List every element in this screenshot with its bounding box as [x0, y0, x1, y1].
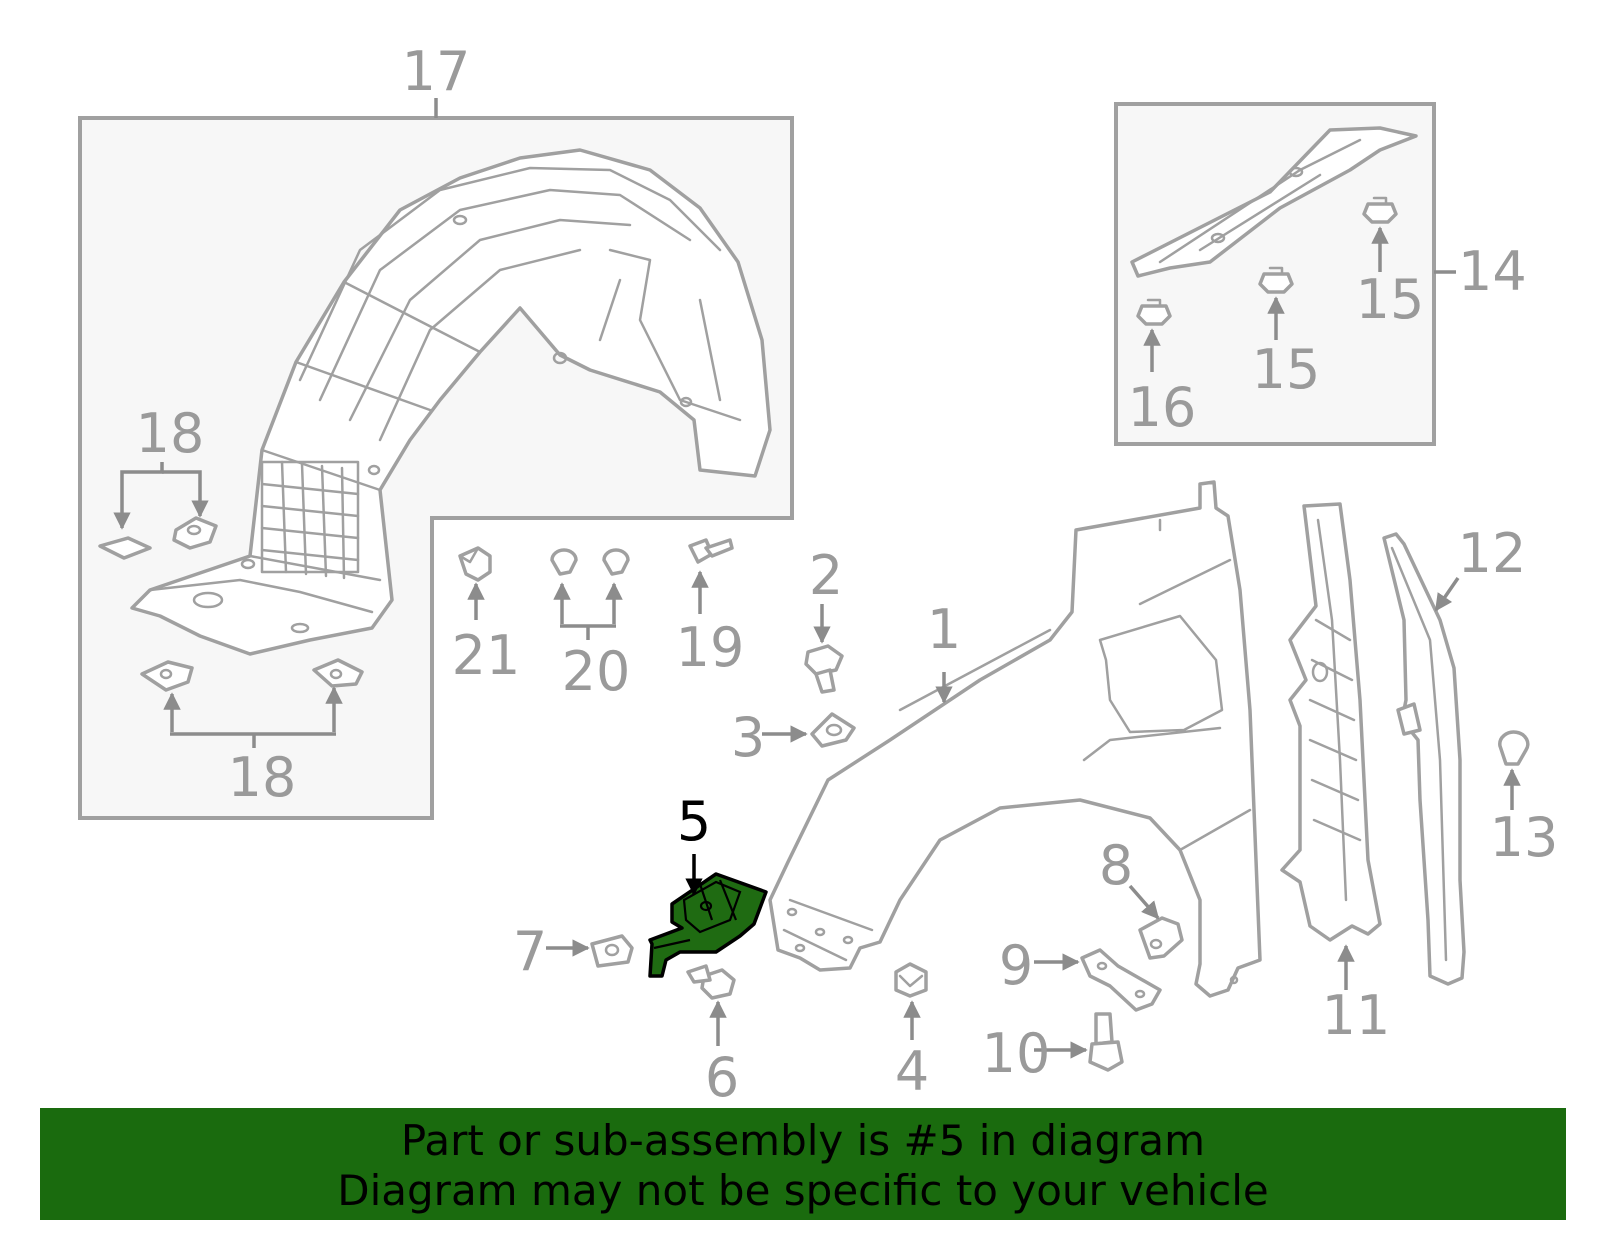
- part-18-clips-upper: [98, 516, 218, 560]
- callout-3: 3: [731, 706, 765, 769]
- callout-15-right: 15: [1356, 268, 1425, 331]
- callout-2: 2: [809, 544, 843, 607]
- callout-21: 21: [452, 624, 521, 687]
- callout-4: 4: [895, 1040, 929, 1103]
- part-20-clips: [550, 548, 630, 576]
- part-5-bracket-highlighted: [648, 872, 768, 978]
- part-9-bracket: [1080, 948, 1162, 1012]
- callout-5: 5: [677, 790, 711, 853]
- part-15-clip-right: [1362, 196, 1398, 224]
- part-11-panel: [1280, 502, 1382, 942]
- callout-11: 11: [1322, 984, 1391, 1047]
- part-10-bolt: [1088, 1012, 1124, 1072]
- callout-18-lower: 18: [228, 746, 297, 809]
- part-13-clip: [1498, 730, 1530, 766]
- callout-7: 7: [513, 920, 547, 983]
- part-15-clip-middle: [1258, 266, 1294, 294]
- part-7-nut: [590, 934, 634, 968]
- part-17-fender-liner: [130, 148, 772, 656]
- callout-12: 12: [1458, 522, 1527, 585]
- callout-19: 19: [676, 616, 745, 679]
- part-16-clip: [1136, 298, 1172, 326]
- leader-12: [1434, 577, 1460, 612]
- leader-8: [1128, 884, 1160, 920]
- part-14-bracket: [1130, 126, 1418, 278]
- part-21-clip: [458, 546, 492, 582]
- callout-6: 6: [705, 1046, 739, 1109]
- callout-15-middle: 15: [1252, 338, 1321, 401]
- callout-20: 20: [562, 640, 631, 703]
- leader-18-upper-a: [113, 462, 164, 530]
- part-18-clips-lower: [140, 658, 364, 692]
- callout-18-upper: 18: [136, 402, 205, 465]
- callout-16: 16: [1128, 376, 1197, 439]
- callout-8: 8: [1099, 834, 1133, 897]
- part-1-fender: [768, 480, 1262, 998]
- banner-line-2: Diagram may not be specific to your vehi…: [337, 1166, 1269, 1215]
- callout-9: 9: [999, 934, 1033, 997]
- callout-14: 14: [1458, 240, 1527, 303]
- callout-1: 1: [927, 598, 961, 661]
- banner-line-1: Part or sub-assembly is #5 in diagram: [400, 1116, 1206, 1165]
- callout-17: 17: [402, 40, 471, 103]
- part-2-bolt: [804, 644, 844, 694]
- part-8-bracket: [1138, 916, 1184, 960]
- part-6-bolt: [686, 964, 736, 1000]
- info-banner: Part or sub-assembly is #5 in diagram Di…: [40, 1108, 1566, 1220]
- callout-13: 13: [1490, 806, 1559, 869]
- leader-18-upper-b: [162, 470, 209, 518]
- part-12-seal: [1382, 532, 1466, 986]
- part-3-nut: [810, 712, 856, 748]
- part-19-screw: [688, 538, 734, 564]
- part-4-nut: [894, 962, 928, 998]
- callout-10: 10: [982, 1022, 1051, 1085]
